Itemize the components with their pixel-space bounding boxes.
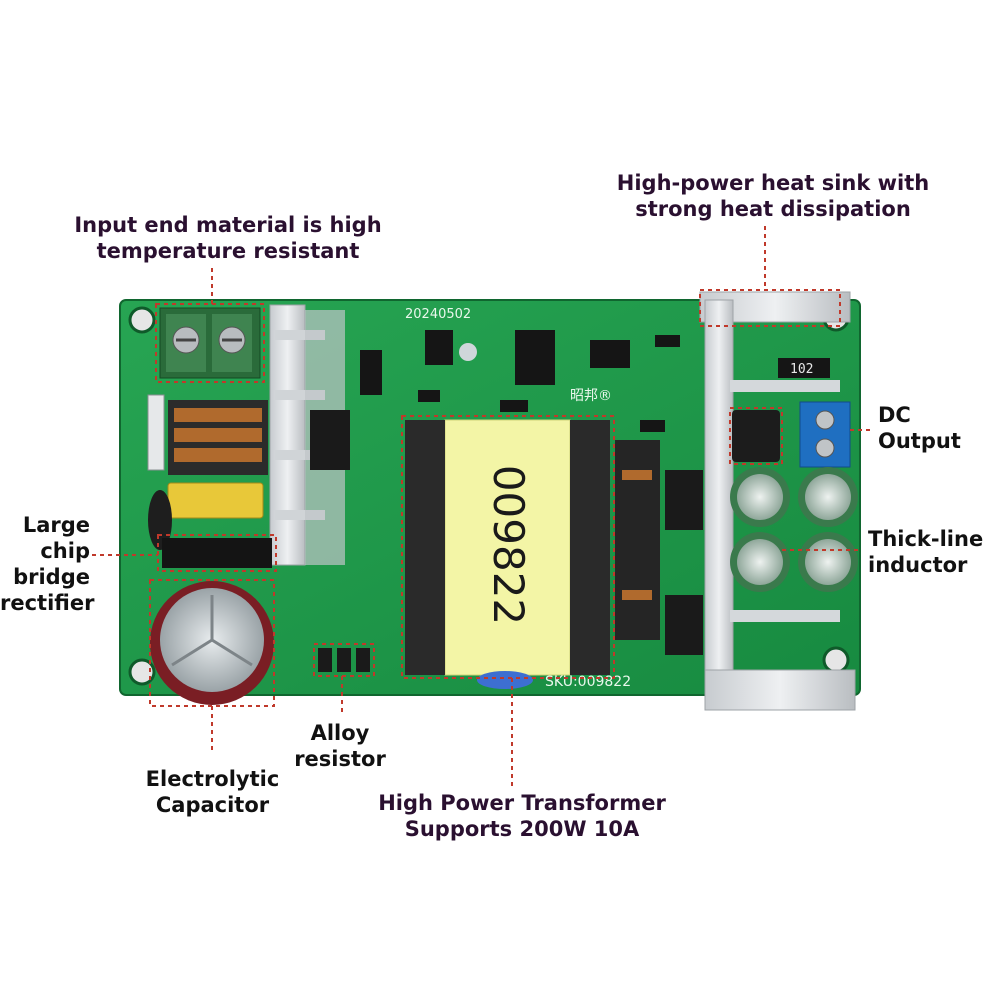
label-bridge-rectifier: Large chip bridge rectifier <box>0 513 95 615</box>
bridge-rectifier <box>162 538 272 568</box>
label-input-end: Input end material is high temperature r… <box>74 213 382 263</box>
output-inductor <box>732 410 780 462</box>
smd-resistor <box>655 335 680 347</box>
label-dc-output: DC Output <box>878 403 961 453</box>
mounting-hole <box>822 646 850 674</box>
label-thick-inductor: Thick-line inductor <box>868 527 984 577</box>
output-winding-copper <box>622 470 652 480</box>
label-alloy-resistor: Alloy resistor <box>294 721 386 771</box>
output-capacitor <box>798 467 858 527</box>
main-electrolytic-capacitor <box>150 581 274 705</box>
output-diode <box>665 470 703 530</box>
x-capacitor <box>167 482 264 519</box>
optocoupler <box>360 350 382 395</box>
callout-box-inductor <box>729 407 783 465</box>
left-heatsink <box>269 304 345 566</box>
fuse <box>147 394 165 471</box>
callout-box-transformer <box>401 415 615 679</box>
mounting-hole <box>128 658 156 686</box>
smd-102-resistor <box>778 358 830 378</box>
output-winding-copper <box>622 590 652 600</box>
board-sku: SKU:009822 <box>545 674 631 690</box>
transformer-code: 009822 <box>484 465 533 625</box>
output-capacitor <box>730 467 790 527</box>
alloy-resistor <box>337 648 351 672</box>
switch-mosfet <box>310 410 350 470</box>
smd-code: 102 <box>790 362 813 377</box>
board-brand-mark: 昭邦® <box>570 388 612 404</box>
callout-box-rectifier <box>157 534 277 572</box>
smd-resistor <box>500 400 528 412</box>
alloy-resistor <box>318 648 332 672</box>
label-transformer: High Power Transformer Supports 200W 10A <box>378 791 666 841</box>
input-terminal-block <box>159 307 261 379</box>
dc-output-terminal <box>799 401 851 468</box>
regulator-ic <box>590 340 630 368</box>
mounting-hole <box>128 306 156 334</box>
output-capacitor <box>798 532 858 592</box>
common-mode-choke <box>168 400 268 475</box>
alloy-resistor <box>356 648 370 672</box>
board-date-code: 20240502 <box>405 307 471 322</box>
smd-resistor <box>640 420 665 432</box>
right-heatsink <box>699 291 856 711</box>
label-electrolytic-capacitor: Electrolytic Capacitor <box>145 767 280 817</box>
indicator-led <box>459 343 477 361</box>
label-heat-sink: High-power heat sink with strong heat di… <box>616 171 930 221</box>
smd-resistor <box>418 390 440 402</box>
output-capacitor <box>730 532 790 592</box>
control-ic <box>425 330 453 365</box>
callout-box-input <box>155 303 265 383</box>
high-power-transformer <box>405 419 610 689</box>
pwm-ic <box>515 330 555 385</box>
output-diode <box>665 595 703 655</box>
callout-box-alloy <box>313 643 375 677</box>
